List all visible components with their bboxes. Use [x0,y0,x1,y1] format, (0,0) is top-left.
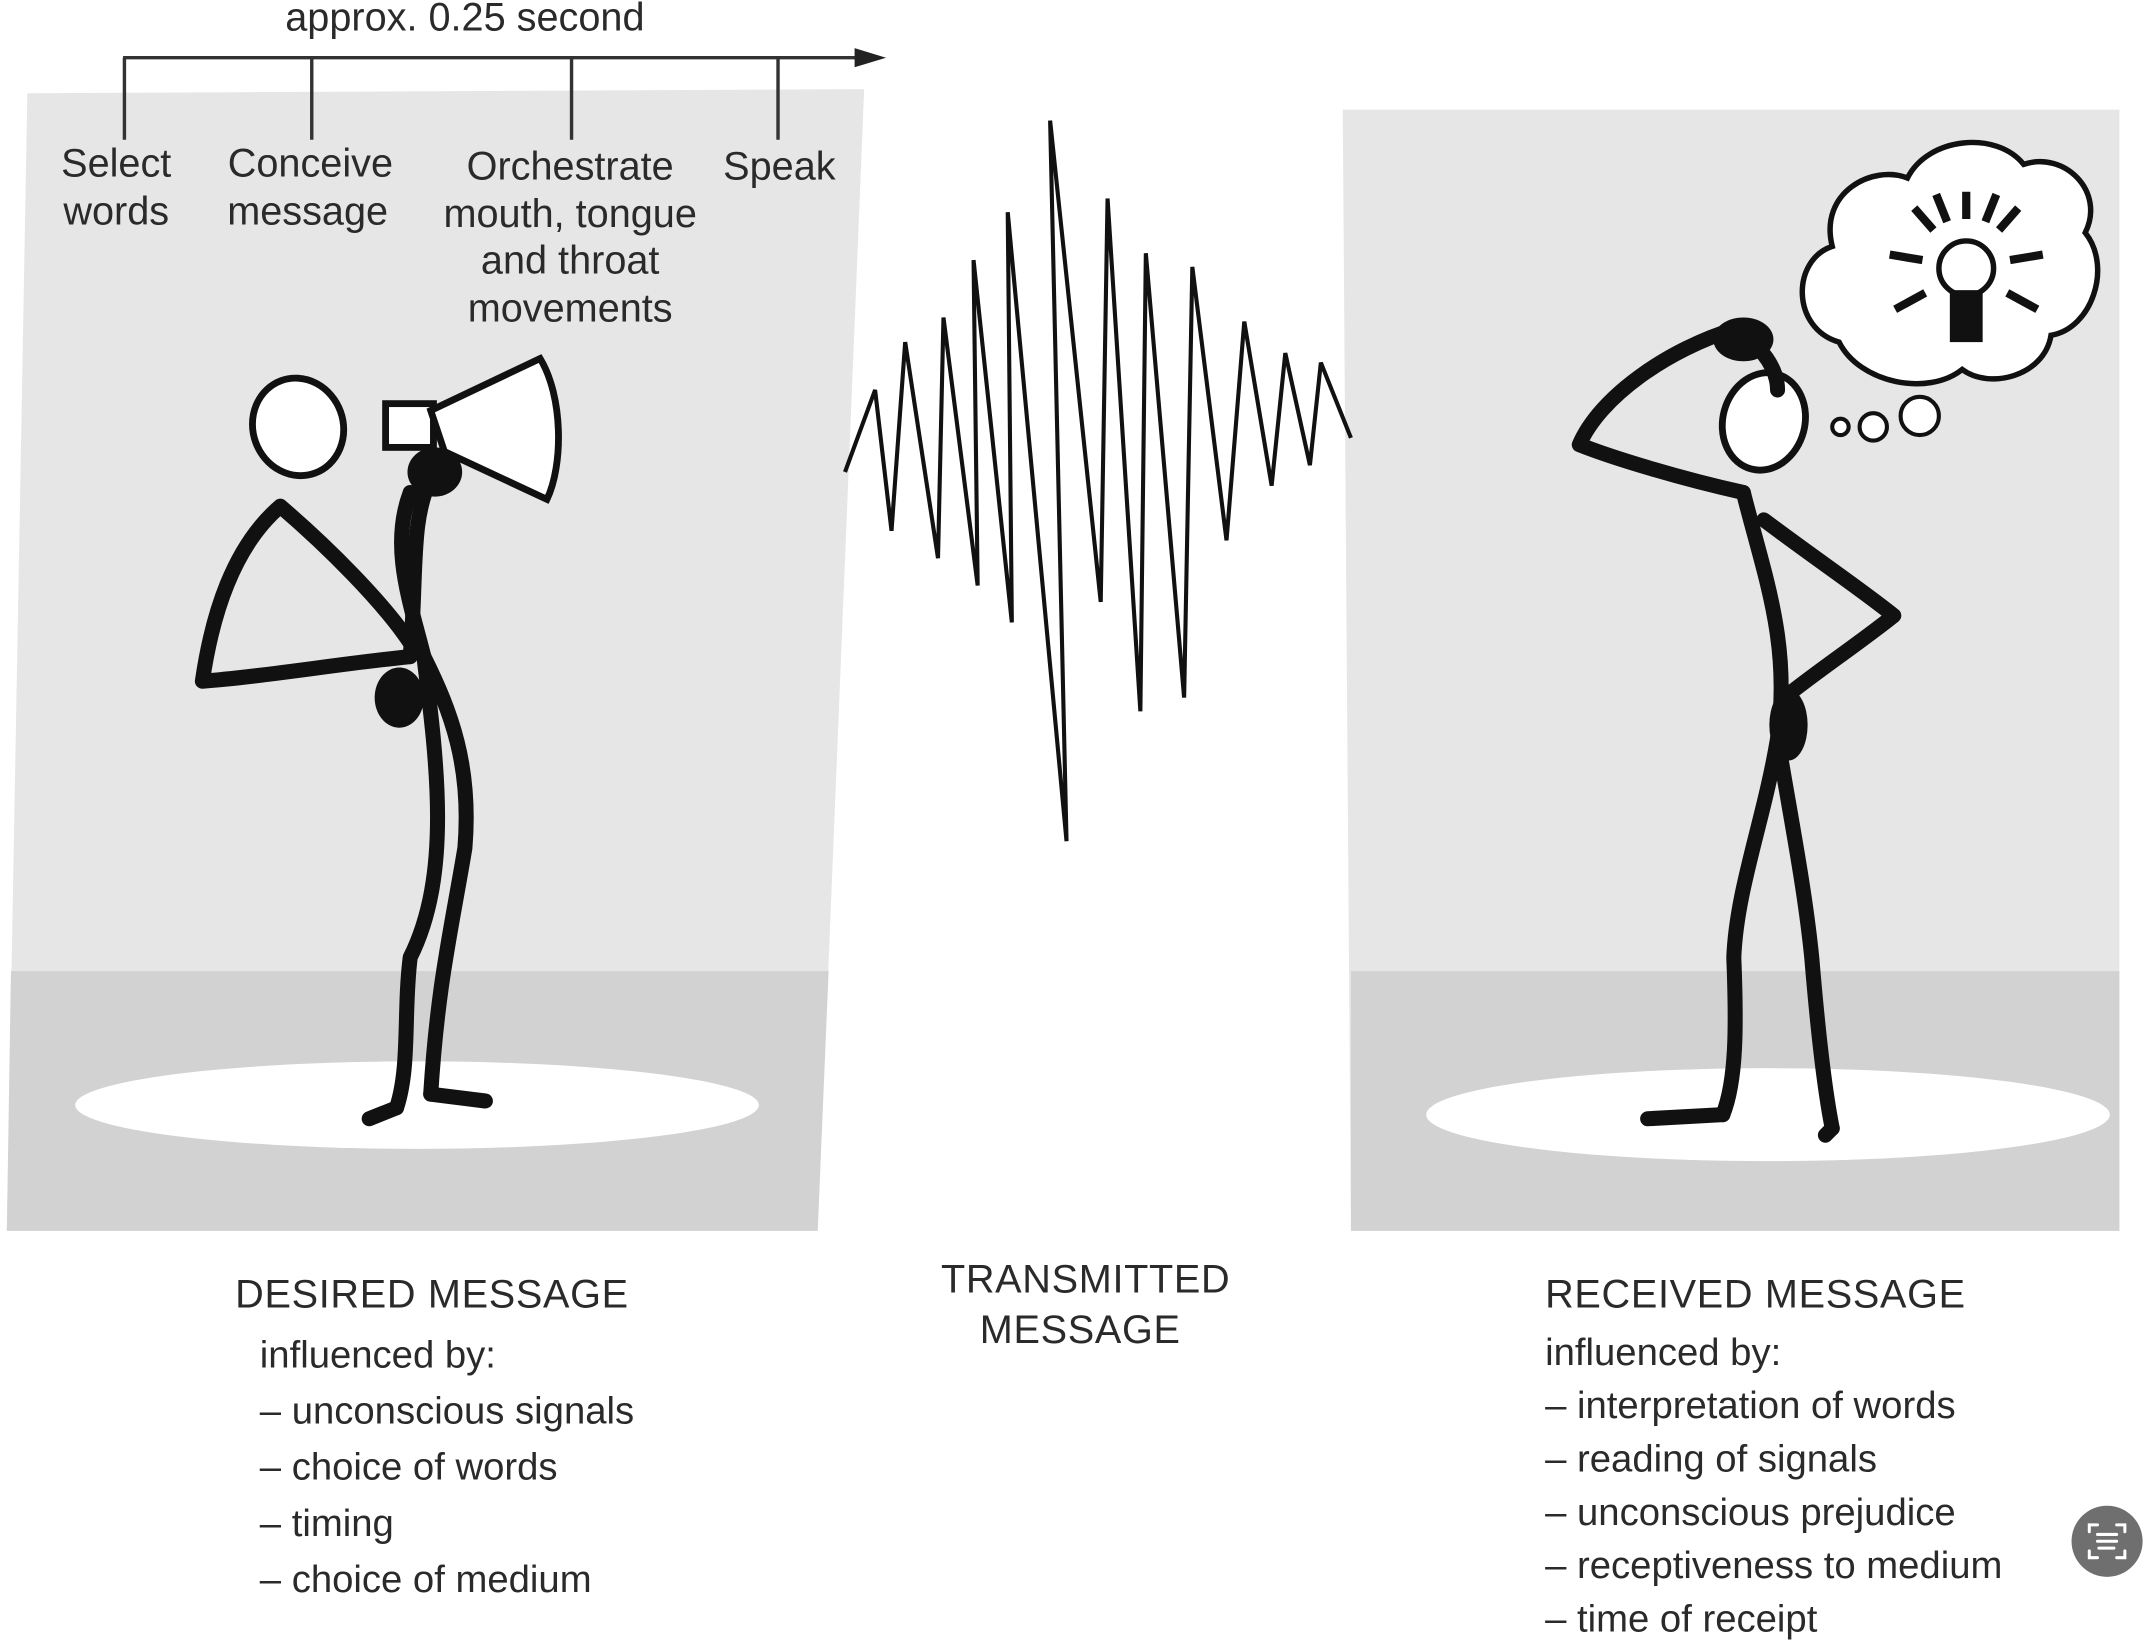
received-item: – unconscious prejudice [1545,1491,1956,1534]
scan-text-icon [2087,1523,2127,1560]
received-item: – receptiveness to medium [1545,1544,2002,1587]
timeline: approx. 0.25 second Select words Conceiv… [61,0,887,331]
desired-item: – choice of words [260,1446,558,1489]
transmitted-line: MESSAGE [980,1308,1181,1352]
step-orchestrate-2: mouth, tongue [443,192,696,236]
step-orchestrate: Orchestrate [467,144,674,188]
text-scan-button[interactable] [2071,1505,2143,1577]
desired-message-caption: DESIRED MESSAGE influenced by: – unconsc… [235,1272,634,1600]
received-item: – interpretation of words [1545,1384,1956,1427]
received-message-caption: RECEIVED MESSAGE influenced by: – interp… [1545,1272,2002,1640]
desired-item: – timing [260,1502,394,1545]
transmitted-line: TRANSMITTED [941,1257,1230,1301]
received-title: RECEIVED MESSAGE [1545,1272,1966,1316]
listener-figure [1571,139,2101,1143]
timeline-duration: approx. 0.25 second [285,0,644,39]
received-item: – reading of signals [1545,1438,1877,1481]
received-item: – time of receipt [1545,1598,1818,1640]
desired-subtitle: influenced by: [260,1334,496,1377]
receiver-panel [1342,109,2120,1231]
sound-wave [843,120,1353,842]
step-orchestrate-3: and throat [481,239,660,283]
megaphone-icon [382,400,437,451]
spotlight-right [1426,1068,2110,1162]
desired-item: – unconscious signals [260,1390,634,1433]
step-orchestrate-4: movements [468,287,673,331]
speaker-figure [194,354,562,1127]
step-select-words: Select [61,142,171,186]
step-select-words-2: words [62,190,169,234]
lightbulb-icon [1888,191,2044,343]
received-subtitle: influenced by: [1545,1331,1781,1374]
desired-item: – choice of medium [260,1558,592,1601]
sender-panel [6,89,865,1231]
step-conceive-message-2: message [227,190,388,234]
step-speak: Speak [723,144,836,188]
spotlight-left [75,1061,759,1149]
transmitted-message-caption: TRANSMITTED MESSAGE [941,1257,1230,1352]
desired-title: DESIRED MESSAGE [235,1272,629,1316]
step-conceive-message: Conceive [228,142,393,186]
arrow-right-icon [854,48,887,68]
